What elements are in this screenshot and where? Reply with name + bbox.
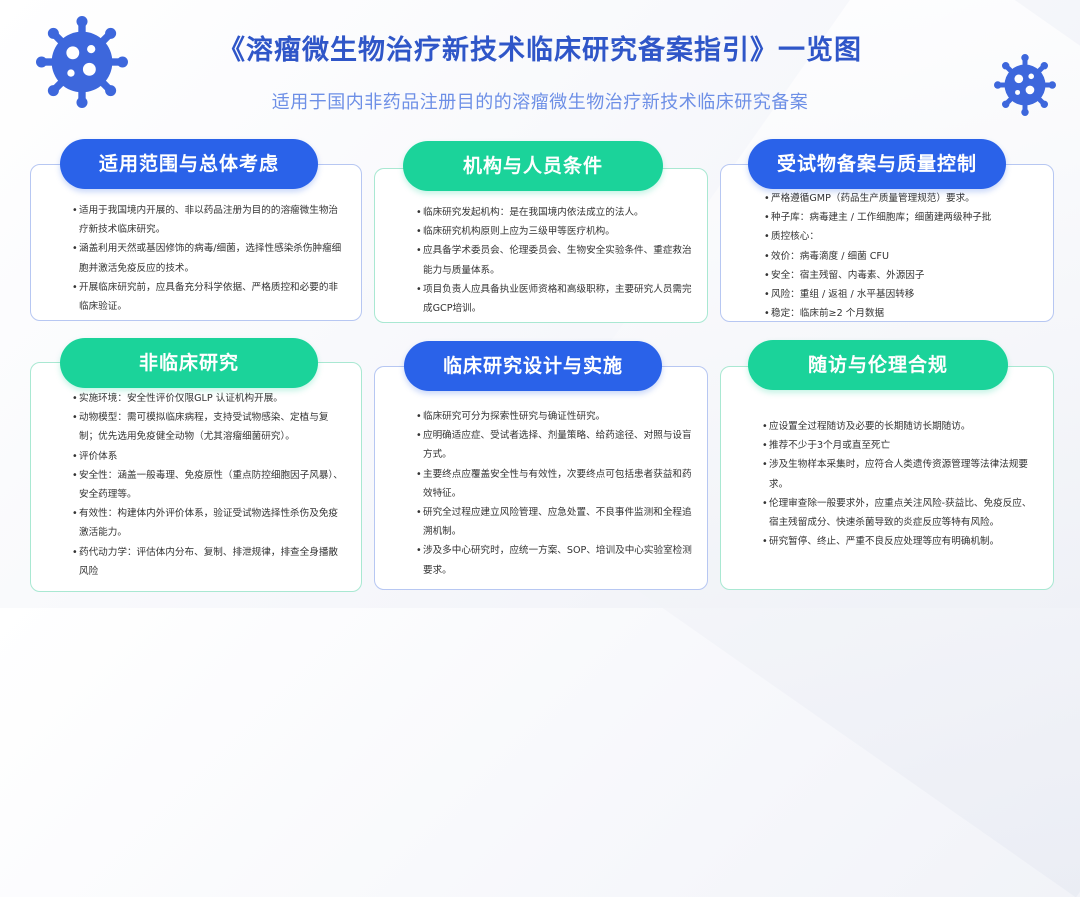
list-item: 推荐不少于3个月或直至死亡 xyxy=(762,436,1039,455)
card-clinical-design-list: 临床研究可分为探索性研究与确证性研究。 应明确适应症、受试者选择、剂量策略、给药… xyxy=(416,407,693,580)
list-item: 应具备学术委员会、伦理委员会、生物安全实验条件、重症救治能力与质量体系。 xyxy=(416,241,693,279)
list-item: 适用于我国境内开展的、非以药品注册为目的的溶瘤微生物治疗新技术临床研究。 xyxy=(72,201,347,239)
card-nonclinical-list: 实施环境：安全性评价仅限GLP 认证机构开展。 动物模型：需可模拟临床病程，支持… xyxy=(72,389,347,581)
list-item: 研究全过程应建立风险管理、应急处置、不良事件监测和全程追溯机制。 xyxy=(416,503,693,541)
card-quality: 严格遵循GMP（药品生产质量管理规范）要求。 种子库：病毒建主 / 工作细胞库；… xyxy=(720,164,1054,324)
list-item: 药代动力学：评估体内分布、复制、排泄规律，排查全身播散风险 xyxy=(72,543,347,581)
card-nonclinical: 实施环境：安全性评价仅限GLP 认证机构开展。 动物模型：需可模拟临床病程，支持… xyxy=(30,362,362,592)
list-item: 涉及生物样本采集时，应符合人类遗传资源管理等法律法规要求。 xyxy=(762,455,1039,493)
list-item: 临床研究发起机构：是在我国境内依法成立的法人。 xyxy=(416,203,693,222)
section-title-followup: 随访与伦理合规 xyxy=(748,340,1008,390)
card-quality-list: 严格遵循GMP（药品生产质量管理规范）要求。 种子库：病毒建主 / 工作细胞库；… xyxy=(764,189,1039,324)
section-title-quality: 受试物备案与质量控制 xyxy=(748,139,1006,189)
list-item: 安全性：涵盖一般毒理、免疫原性（重点防控细胞因子风暴）、安全药理等。 xyxy=(72,466,347,504)
virus-icon xyxy=(36,16,128,108)
list-item: 种子库：病毒建主 / 工作细胞库；细菌建两级种子批 xyxy=(764,208,1039,227)
card-institution: 临床研究发起机构：是在我国境内依法成立的法人。 临床研究机构原则上应为三级甲等医… xyxy=(374,168,708,323)
section-title-institution: 机构与人员条件 xyxy=(403,141,663,191)
section-title-scope: 适用范围与总体考虑 xyxy=(60,139,318,189)
section-title-clinical-design: 临床研究设计与实施 xyxy=(404,341,662,391)
card-followup-list: 应设置全过程随访及必要的长期随访长期随访。 推荐不少于3个月或直至死亡 涉及生物… xyxy=(762,417,1039,552)
list-item: 安全：宿主残留、内毒素、外源因子 xyxy=(764,266,1039,285)
list-item: 风险：重组 / 返祖 / 水平基因转移 xyxy=(764,285,1039,304)
list-item: 伦理审查除一般要求外，应重点关注风险-获益比、免疫反应、宿主残留成分、快速杀菌导… xyxy=(762,494,1039,532)
card-clinical-design: 临床研究可分为探索性研究与确证性研究。 应明确适应症、受试者选择、剂量策略、给药… xyxy=(374,366,708,590)
list-item: 有效性：构建体内外评价体系，验证受试物选择性杀伤及免疫激活能力。 xyxy=(72,504,347,542)
section-title-nonclinical: 非临床研究 xyxy=(60,338,318,388)
list-item: 临床研究机构原则上应为三级甲等医疗机构。 xyxy=(416,222,693,241)
list-item: 严格遵循GMP（药品生产质量管理规范）要求。 xyxy=(764,189,1039,208)
list-item: 质控核心： xyxy=(764,227,1039,246)
card-scope: 适用于我国境内开展的、非以药品注册为目的的溶瘤微生物治疗新技术临床研究。 涵盖利… xyxy=(30,164,362,321)
card-scope-list: 适用于我国境内开展的、非以药品注册为目的的溶瘤微生物治疗新技术临床研究。 涵盖利… xyxy=(72,201,347,316)
list-item: 应明确适应症、受试者选择、剂量策略、给药途径、对照与设盲方式。 xyxy=(416,426,693,464)
list-item: 研究暂停、终止、严重不良反应处理等应有明确机制。 xyxy=(762,532,1039,551)
list-item: 开展临床研究前，应具备充分科学依据、严格质控和必要的非临床验证。 xyxy=(72,278,347,316)
list-item: 稳定：临床前≥2 个月数据 xyxy=(764,304,1039,323)
list-item: 项目负责人应具备执业医师资格和高级职称，主要研究人员需完成GCP培训。 xyxy=(416,280,693,318)
page-title: 《溶瘤微生物治疗新技术临床研究备案指引》一览图 xyxy=(218,35,862,66)
page-subtitle: 适用于国内非药品注册目的的溶瘤微生物治疗新技术临床研究备案 xyxy=(271,92,809,113)
list-item: 效价：病毒滴度 / 细菌 CFU xyxy=(764,247,1039,266)
virus-icon xyxy=(994,54,1056,116)
card-institution-list: 临床研究发起机构：是在我国境内依法成立的法人。 临床研究机构原则上应为三级甲等医… xyxy=(416,203,693,318)
list-item: 临床研究可分为探索性研究与确证性研究。 xyxy=(416,407,693,426)
card-followup: 应设置全过程随访及必要的长期随访长期随访。 推荐不少于3个月或直至死亡 涉及生物… xyxy=(720,366,1054,590)
list-item: 涉及多中心研究时，应统一方案、SOP、培训及中心实验室检测要求。 xyxy=(416,541,693,579)
list-item: 应设置全过程随访及必要的长期随访长期随访。 xyxy=(762,417,1039,436)
list-item: 实施环境：安全性评价仅限GLP 认证机构开展。 xyxy=(72,389,347,408)
list-item: 主要终点应覆盖安全性与有效性，次要终点可包括患者获益和药效特征。 xyxy=(416,465,693,503)
list-item: 动物模型：需可模拟临床病程，支持受试物感染、定植与复制；优先选用免疫健全动物（尤… xyxy=(72,408,347,446)
list-item: 涵盖利用天然或基因修饰的病毒/细菌，选择性感染杀伤肿瘤细胞并激活免疫反应的技术。 xyxy=(72,239,347,277)
list-item: 评价体系 xyxy=(72,447,347,466)
